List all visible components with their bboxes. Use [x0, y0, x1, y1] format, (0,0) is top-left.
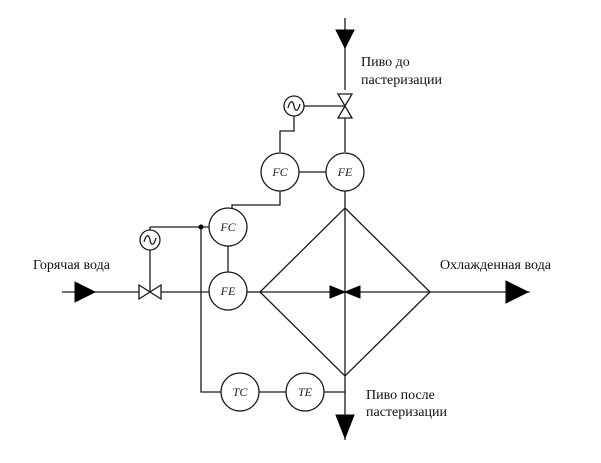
cooled-water-label: Охлажденная вода [440, 258, 552, 273]
beer-inlet-label-line2: пастеризации [361, 73, 442, 88]
beer-fe-tag: FE [337, 165, 353, 179]
hot-water-inlet-arrow [74, 281, 97, 303]
temperature-controller: TC [220, 372, 260, 412]
hot-water-label: Горячая вода [33, 258, 111, 273]
te-tag: TE [298, 385, 313, 399]
beer-inlet-arrow [335, 29, 355, 50]
cooled-water-outlet-arrow [505, 280, 530, 304]
beer-outlet-label-line1: Пиво после [366, 388, 435, 403]
water-fc-tag: FC [219, 220, 236, 234]
water-fe-tag: FE [220, 284, 236, 298]
water-flow-element: FE [208, 271, 248, 311]
beer-inlet-label-line1: Пиво до [361, 55, 410, 70]
actuator-wave-glyph [287, 101, 301, 111]
tc-tag: TC [233, 385, 249, 399]
heat-exchanger [259, 207, 431, 377]
beer-outlet-arrow [335, 414, 355, 440]
beer-fc-tag: FC [271, 165, 288, 179]
actuator-wave-glyph-2 [143, 235, 157, 245]
beer-flow-element: FE [325, 152, 365, 192]
temperature-element: TE [285, 372, 325, 412]
beer-outlet-label-line2: пастеризации [366, 405, 447, 420]
beer-signal-line [279, 116, 295, 152]
water-flow-controller: FC [208, 207, 248, 247]
beer-flow-controller: FC [260, 152, 300, 192]
temperature-signal-line [200, 227, 221, 393]
